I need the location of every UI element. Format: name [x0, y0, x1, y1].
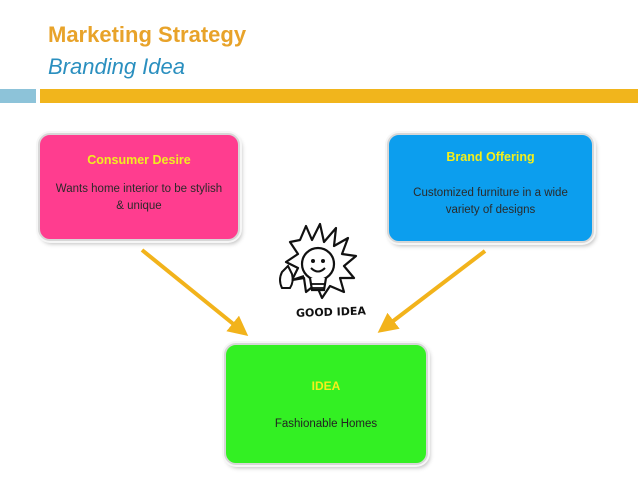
- brand-offering-box: Brand Offering Customized furniture in a…: [387, 133, 594, 243]
- idea-box: IDEA Fashionable Homes: [224, 343, 428, 465]
- consumer-desire-heading: Consumer Desire: [40, 151, 238, 169]
- good-idea-lightbulb-icon: GOOD IDEA: [262, 222, 382, 334]
- arrow-desire-to-idea: [142, 250, 242, 331]
- idea-heading: IDEA: [226, 378, 426, 395]
- good-idea-label: GOOD IDEA: [296, 304, 367, 319]
- consumer-desire-box: Consumer Desire Wants home interior to b…: [38, 133, 240, 241]
- arrow-offering-to-idea: [384, 251, 485, 328]
- brand-offering-heading: Brand Offering: [389, 148, 592, 166]
- consumer-desire-text: Wants home interior to be stylish & uniq…: [54, 181, 224, 214]
- idea-text: Fashionable Homes: [236, 416, 416, 433]
- brand-offering-text: Customized furniture in a wide variety o…: [401, 185, 580, 218]
